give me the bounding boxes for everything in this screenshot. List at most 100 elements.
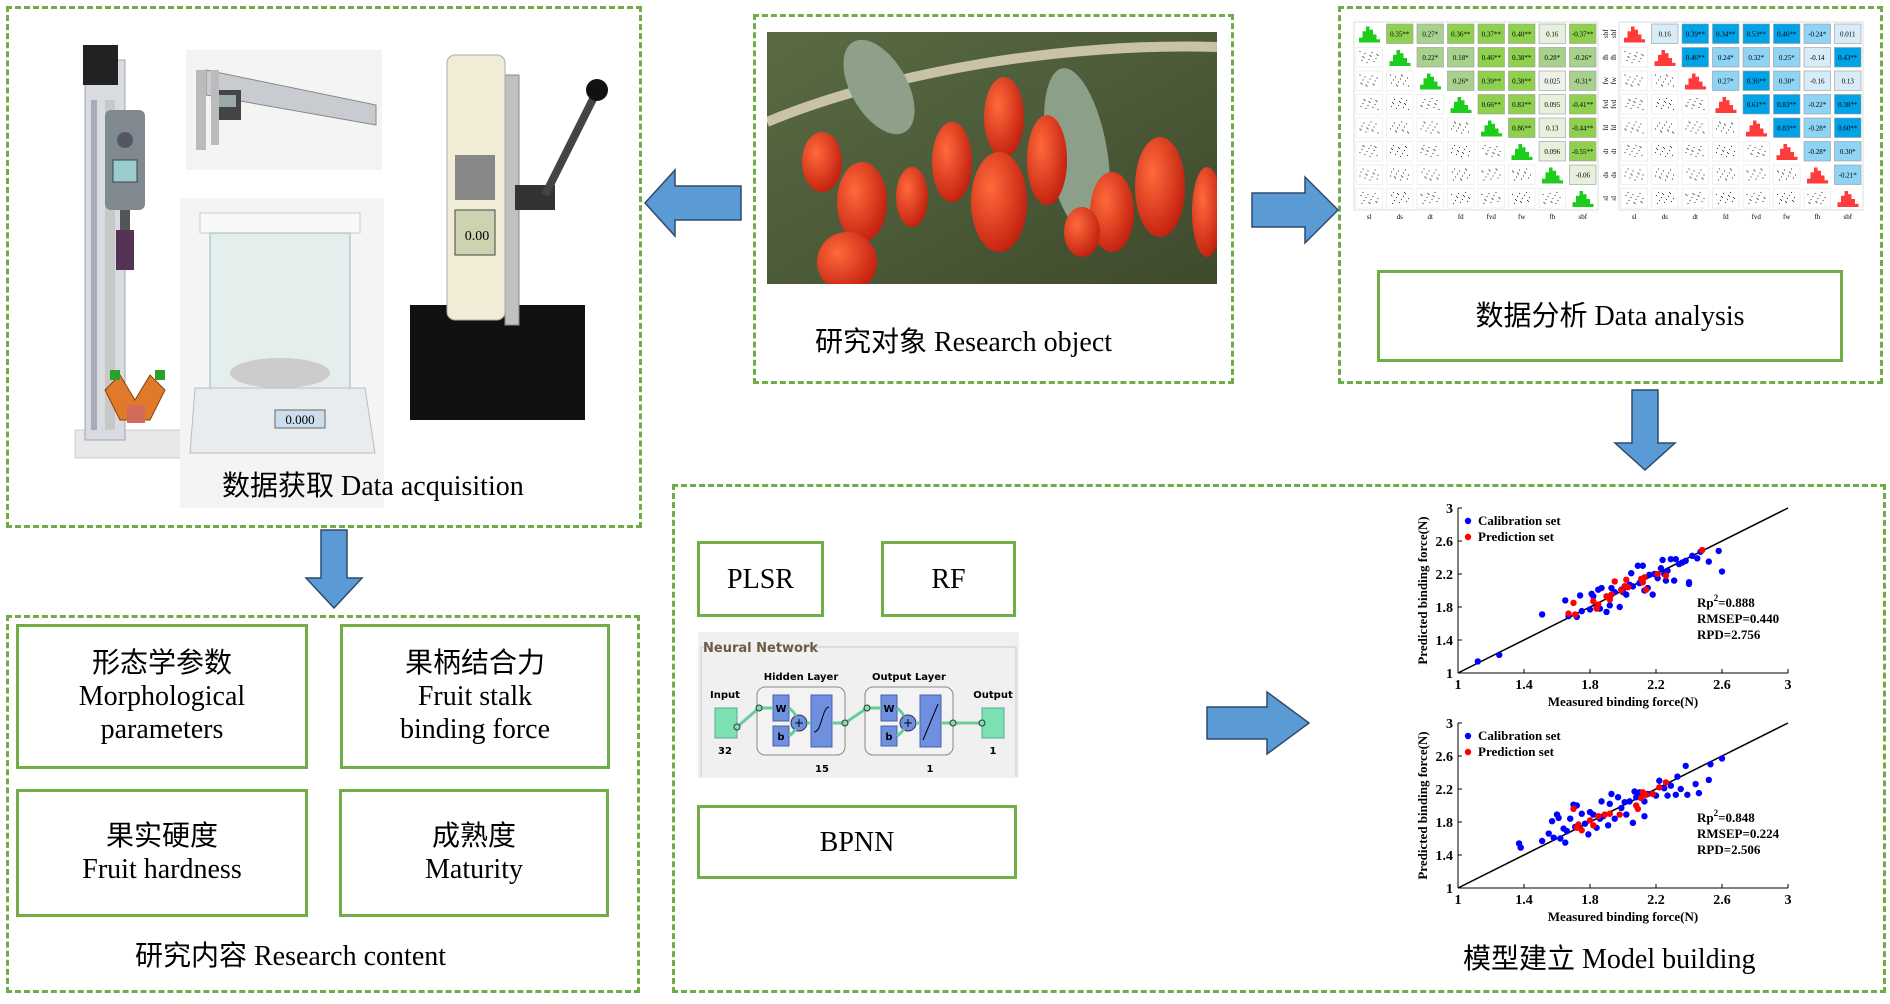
matrix-col-label: sbf — [1843, 213, 1852, 221]
legend-marker — [1464, 533, 1472, 541]
prediction-point — [1637, 794, 1645, 802]
matrix-cell-value: 0.43** — [1838, 54, 1858, 62]
matrix-cell — [1538, 47, 1566, 68]
matrix-scatter-thumb — [1355, 141, 1383, 162]
matrix-scatter-thumb — [1386, 164, 1414, 185]
content-label-en: binding force — [399, 714, 551, 745]
matrix-cell — [1712, 47, 1740, 68]
calibration-point — [1590, 593, 1597, 600]
calibration-point — [1667, 782, 1675, 789]
calibration-point — [1550, 834, 1557, 841]
prediction-point — [1649, 790, 1656, 798]
matrix-scatter-thumb — [1712, 117, 1740, 138]
matrix-scatter-thumb — [1620, 117, 1648, 138]
matrix-cell-value: 0.53** — [1747, 30, 1767, 38]
y-tick-label: 2.6 — [1436, 750, 1454, 765]
matrix-scatter-thumb — [1447, 141, 1475, 162]
calibration-point — [1718, 568, 1726, 575]
matrix-cell — [1834, 70, 1862, 91]
data-analysis-caption: 数据分析 Data analysis — [1475, 300, 1745, 332]
matrix-row-label: ds — [1610, 171, 1618, 178]
matrix-scatter-thumb — [1477, 164, 1505, 185]
matrix-cell-value: -0.22* — [1808, 101, 1827, 109]
matrix-scatter-thumb — [1681, 117, 1709, 138]
matrix-col-label: sbf — [1578, 213, 1587, 221]
matrix-scatter-thumb — [1620, 141, 1648, 162]
matrix-cell — [1477, 23, 1505, 44]
x-tick-label: 3 — [1785, 678, 1792, 693]
calibration-point — [1628, 569, 1635, 577]
calibration-point — [1629, 583, 1637, 590]
matrix-row-label: sbf — [1602, 29, 1610, 38]
calibration-point — [1598, 798, 1605, 805]
prediction-point — [1578, 827, 1585, 834]
matrix-histogram — [1776, 144, 1798, 160]
calibration-point — [1705, 558, 1712, 565]
calibration-point — [1604, 822, 1612, 829]
matrix-scatter-thumb — [1681, 188, 1709, 209]
data-acquisition-panel — [6, 6, 642, 528]
matrix-cell-value: 0.16 — [1546, 30, 1559, 38]
matrix-cell-value: 0.66** — [1482, 101, 1502, 109]
calibration-point — [1707, 761, 1714, 768]
y-tick-label: 2.2 — [1436, 783, 1454, 798]
calibration-point — [1562, 839, 1569, 846]
x-axis-title: Measured binding force(N) — [1548, 909, 1698, 924]
y-axis-title: Predicted binding force(N) — [1415, 516, 1430, 664]
matrix-scatter-thumb — [1386, 117, 1414, 138]
content-box-maturity: 成熟度 Maturity — [339, 789, 609, 917]
prediction-point — [1571, 611, 1579, 618]
calibration-point — [1695, 789, 1703, 797]
matrix-cell-value: 0.86** — [1512, 124, 1532, 132]
calibration-point — [1631, 788, 1638, 795]
arrow-down-icon — [1613, 389, 1677, 472]
matrix-cell — [1651, 23, 1679, 44]
matrix-cell-value: -0.41** — [1572, 101, 1594, 109]
matrix-cell — [1773, 70, 1801, 91]
prediction-point — [1611, 578, 1618, 585]
arrow-right-icon — [1251, 175, 1340, 245]
rmsep-annotation: RMSEP=0.440 — [1697, 611, 1779, 626]
matrix-cell — [1803, 141, 1831, 162]
matrix-scatter-thumb — [1620, 94, 1648, 115]
calibration-point — [1586, 606, 1594, 613]
matrix-cell-value: -0.44** — [1572, 124, 1594, 132]
method-label-plsr: PLSR — [727, 563, 794, 595]
y-tick-label: 1.8 — [1436, 816, 1454, 831]
matrix-cell — [1569, 23, 1597, 44]
matrix-cell — [1834, 141, 1862, 162]
prediction-point — [1608, 591, 1615, 598]
matrix-scatter-thumb — [1416, 141, 1444, 162]
matrix-cell — [1569, 70, 1597, 91]
matrix-scatter-thumb — [1355, 94, 1383, 115]
matrix-scatter-thumb — [1712, 141, 1740, 162]
calibration-point — [1590, 811, 1597, 818]
calibration-point — [1598, 584, 1605, 592]
rmsep-annotation: RMSEP=0.224 — [1697, 826, 1780, 841]
matrix-row-label: sl — [1602, 196, 1610, 201]
matrix-cell — [1742, 70, 1770, 91]
calibration-point — [1563, 827, 1571, 835]
matrix-histogram — [1511, 144, 1533, 160]
x-tick-label: 3 — [1785, 893, 1792, 908]
prediction-point — [1656, 784, 1663, 791]
prediction-point — [1570, 805, 1577, 812]
matrix-scatter-thumb — [1538, 188, 1566, 209]
matrix-cell — [1508, 117, 1536, 138]
calibration-point — [1634, 562, 1642, 569]
content-label-zh: 形态学参数 — [91, 648, 232, 679]
calibration-point — [1538, 611, 1546, 618]
prediction-point — [1595, 813, 1602, 820]
matrix-scatter-thumb — [1681, 164, 1709, 185]
matrix-cell — [1447, 47, 1475, 68]
nn-input-size: 32 — [718, 746, 732, 757]
matrix-cell — [1508, 23, 1536, 44]
content-label-en: Morphological — [78, 681, 246, 712]
matrix-cell — [1569, 141, 1597, 162]
matrix-scatter-thumb — [1712, 188, 1740, 209]
prediction-point — [1662, 779, 1670, 786]
matrix-scatter-thumb — [1651, 188, 1679, 209]
matrix-cell — [1773, 94, 1801, 115]
prediction-point — [1641, 574, 1648, 581]
matrix-scatter-thumb — [1620, 164, 1648, 185]
